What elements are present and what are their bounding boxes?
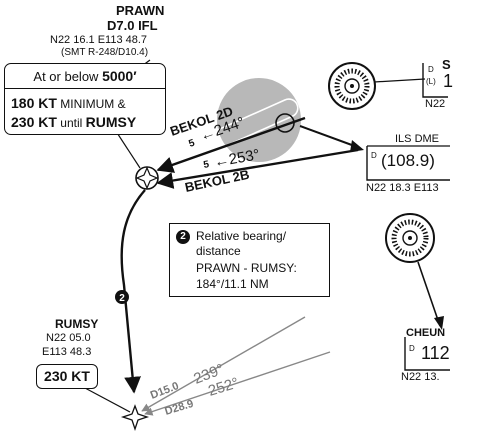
rumsy-waypoint — [120, 404, 150, 432]
top-right-digit: 1 — [443, 71, 454, 91]
ils-dme-pointer-head — [350, 140, 364, 152]
rumsy-speed-box: 230 KT — [36, 364, 98, 389]
altitude-value: 5000′ — [102, 68, 137, 84]
prawn-rumsy-track — [120, 189, 146, 394]
note-number-badge: 2 — [176, 230, 190, 244]
cheung-pointer — [417, 261, 441, 327]
cheung-freq: 112 — [421, 343, 450, 363]
route-distance: 5 — [187, 137, 196, 149]
route-name: BEKOL 2B — [184, 167, 251, 195]
bekol-2b-track — [156, 148, 359, 189]
ils-dme-station-box — [366, 146, 450, 181]
speed-min: 180 KT — [11, 95, 57, 111]
bekol-2d-track — [156, 116, 306, 173]
prawn-radial: (SMT R-248/D10.4) — [61, 47, 149, 58]
speed-max-mid: until — [60, 116, 83, 130]
top-right-loc: (L) — [426, 77, 436, 86]
track-marker-circle — [115, 290, 129, 304]
rumsy-callout-line — [84, 387, 131, 413]
cheung-name: CHEUN — [406, 327, 446, 339]
cheung-coords: N22 13. — [401, 371, 440, 383]
bearing-line-239 — [141, 316, 306, 412]
top-right-pointer — [373, 78, 426, 83]
note-line3: PRAWN - RUMSY: — [196, 261, 297, 275]
top-right-coords: N22 — [425, 98, 446, 110]
note-line2: distance — [196, 244, 241, 258]
ils-dme-freq: (108.9) — [381, 151, 435, 170]
ils-dme-coords: N22 18.3 E113 — [366, 182, 439, 194]
prawn-fix: D7.0 IFL — [107, 18, 158, 33]
note-box: 2 Relative bearing/ distance PRAWN - RUM… — [169, 223, 330, 297]
holding-pattern — [202, 98, 299, 153]
rumsy-speed: 230 KT — [44, 368, 90, 384]
altitude-prefix: At or below — [33, 69, 99, 84]
note-line1: Relative bearing/ — [196, 229, 287, 243]
rumsy-lon: E113 48.3 — [42, 346, 92, 358]
rumsy-name: RUMSY — [55, 317, 99, 331]
speed-min-suffix: MINIMUM & — [60, 97, 126, 111]
top-right-station-box — [422, 63, 448, 98]
prawn-restriction-box: At or below 5000′ 180 KT MINIMUM & 230 K… — [4, 63, 166, 135]
prawn-waypoint — [135, 166, 159, 190]
cheung-station-box — [404, 337, 450, 371]
cheung-vor-compass — [385, 213, 435, 263]
speed-max-fix: RUMSY — [85, 114, 137, 130]
track-marker-number: 2 — [119, 293, 125, 304]
bearing-dist: D28.9 — [163, 398, 195, 418]
bearing-line-252 — [144, 351, 331, 416]
speed-max: 230 KT — [11, 114, 57, 130]
ils-dme-pointer — [299, 125, 361, 149]
route-bekol-2b-labels: 5 ←253° BEKOL 2B — [184, 146, 262, 195]
top-right-letter: S — [442, 57, 451, 72]
prawn-name: PRAWN — [116, 3, 165, 18]
note-line4: 184°/11.1 NM — [196, 277, 269, 291]
prawn-coords: N22 16.1 E113 48.7 — [50, 34, 148, 46]
cheung-pointer-head — [434, 316, 444, 330]
top-right-prefix: D — [428, 65, 434, 74]
route-distance: 5 — [203, 159, 211, 171]
cheung-prefix: D — [409, 344, 415, 353]
note-number: 2 — [180, 231, 186, 242]
ils-dme-prefix: D — [371, 151, 377, 160]
rumsy-lat: N22 05.0 — [46, 332, 91, 344]
ils-dme-label: ILS DME — [395, 133, 440, 145]
top-right-vor-compass — [328, 62, 376, 110]
